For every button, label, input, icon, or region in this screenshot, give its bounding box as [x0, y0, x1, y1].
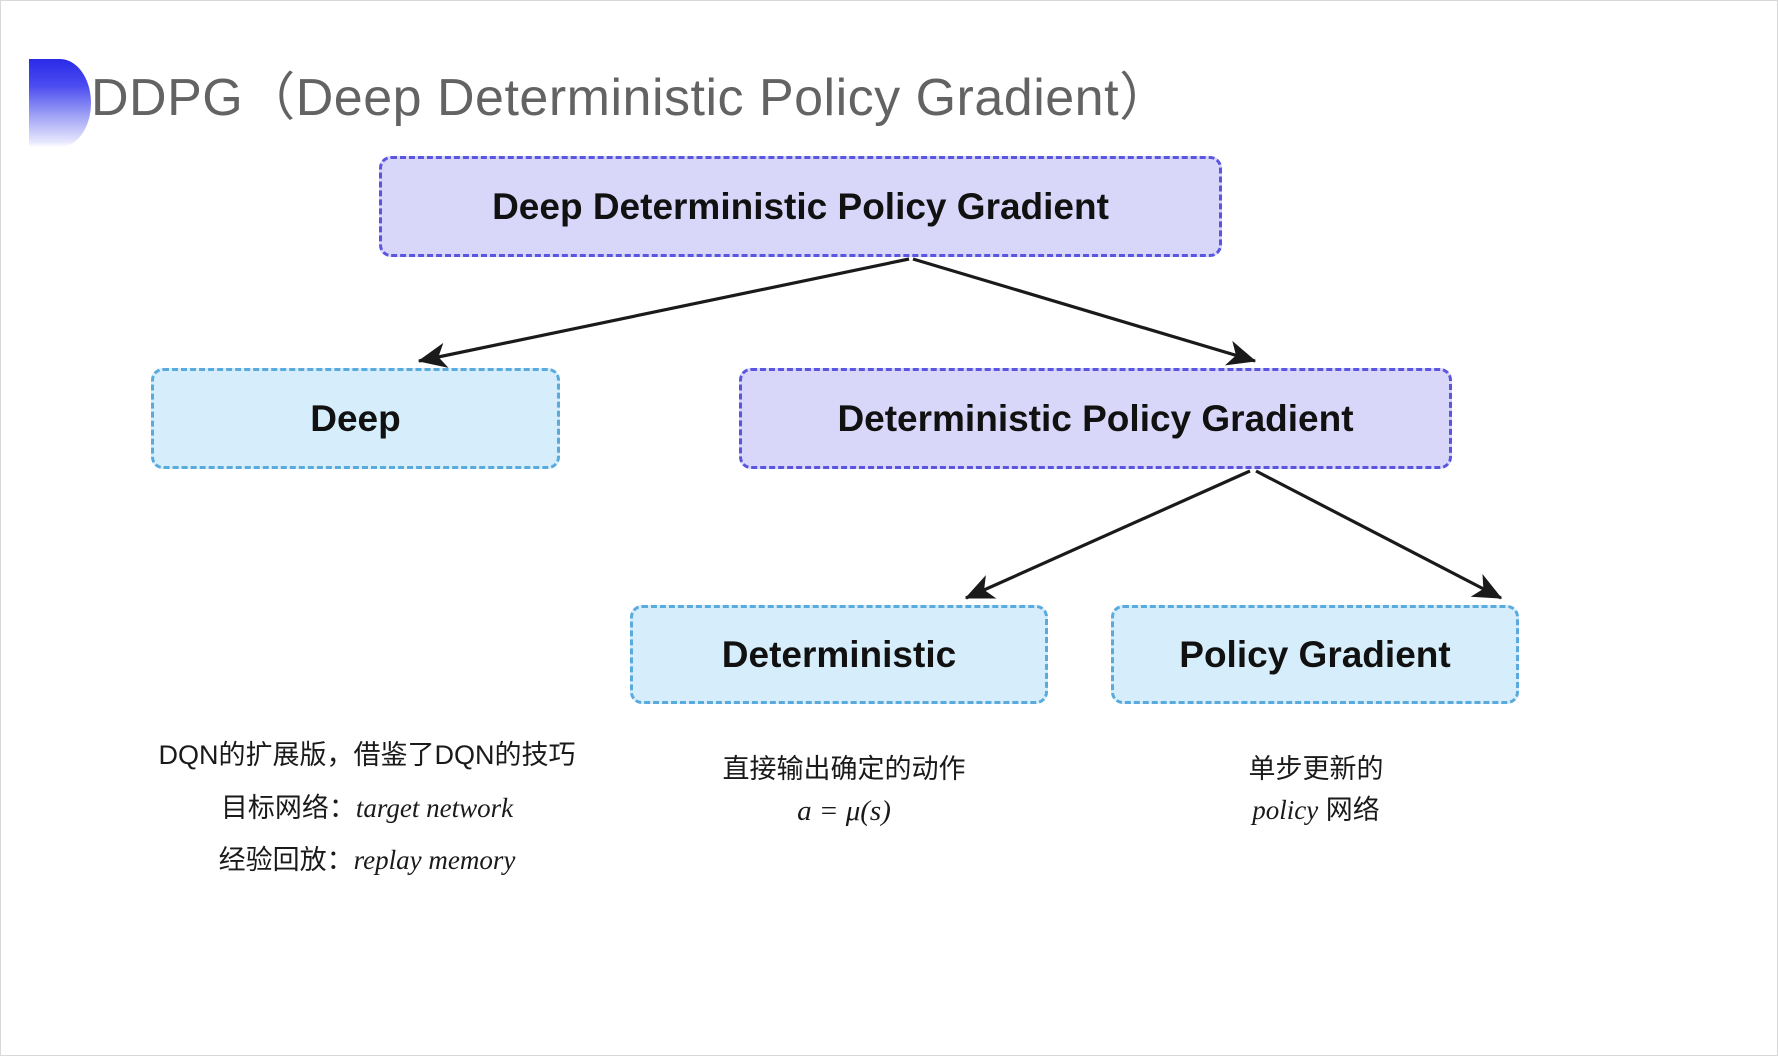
- edge-root-to-deep: [417, 257, 910, 368]
- node-label: Deep: [310, 397, 401, 439]
- caption-left-line-2-label: 目标网络：: [220, 792, 356, 823]
- caption-right-line-2-emphasis: policy: [1252, 794, 1319, 825]
- node-policy-gradient[interactable]: Policy Gradient: [1111, 605, 1519, 704]
- caption-mid-formula: a = μ(s): [797, 794, 891, 827]
- node-label: Policy Gradient: [1179, 633, 1451, 675]
- edge-root-to-dpg: [912, 257, 1257, 366]
- node-deterministic-policy-gradient[interactable]: Deterministic Policy Gradient: [739, 368, 1452, 469]
- node-label: Deep Deterministic Policy Gradient: [492, 185, 1109, 227]
- caption-deterministic: 直接输出确定的动作 a = μ(s): [669, 749, 1019, 833]
- caption-left-line-2: 目标网络：target network: [87, 782, 647, 835]
- node-deep[interactable]: Deep: [151, 368, 560, 469]
- edge-dpg-to-det: [964, 469, 1251, 600]
- node-deterministic[interactable]: Deterministic: [630, 605, 1048, 704]
- caption-policy-gradient: 单步更新的 policy 网络: [1151, 749, 1481, 830]
- page-title: DDPG（Deep Deterministic Policy Gradient）: [91, 69, 1172, 127]
- node-deep-deterministic-policy-gradient[interactable]: Deep Deterministic Policy Gradient: [379, 156, 1222, 257]
- edge-dpg-to-pg: [1255, 469, 1503, 600]
- caption-left-line-3-label: 经验回放：: [218, 845, 354, 876]
- caption-right-line-2-rest: 网络: [1318, 794, 1380, 825]
- caption-left-line-3-emphasis: replay memory: [353, 845, 516, 876]
- caption-right-line-1: 单步更新的: [1248, 754, 1384, 784]
- node-label: Deterministic Policy Gradient: [837, 397, 1354, 439]
- caption-left-line-2-emphasis: target network: [355, 792, 514, 823]
- title-accent-shape-icon: [29, 59, 91, 147]
- caption-deep: DQN的扩展版，借鉴了DQN的技巧 目标网络：target network 经验…: [87, 729, 647, 887]
- caption-right-line-2: policy 网络: [1151, 790, 1481, 831]
- caption-left-line-1: DQN的扩展版，借鉴了DQN的技巧: [158, 740, 576, 770]
- caption-mid-line-1: 直接输出确定的动作: [722, 754, 966, 784]
- caption-left-line-3: 经验回放：replay memory: [87, 834, 647, 887]
- node-label: Deterministic: [721, 633, 957, 675]
